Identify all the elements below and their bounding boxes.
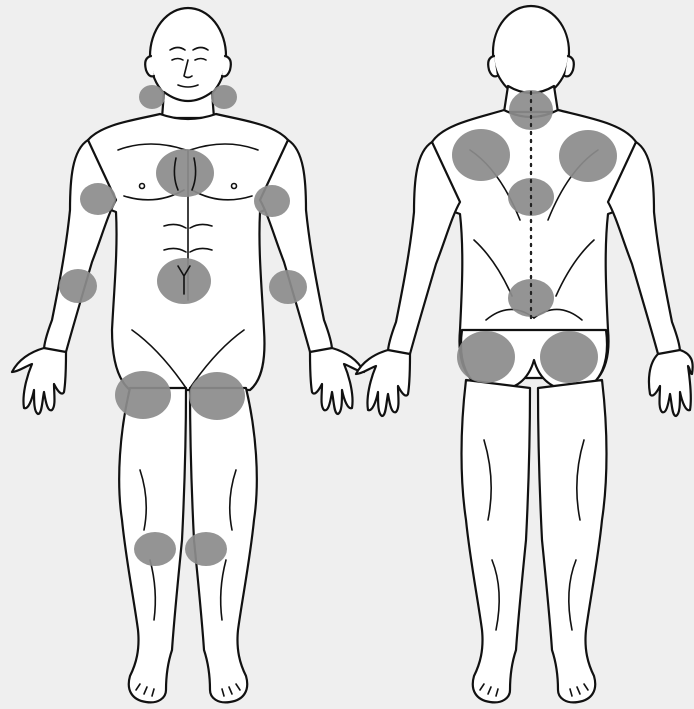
back-head	[493, 6, 569, 98]
tender-point-knee-right	[134, 532, 176, 566]
back-figure	[356, 6, 693, 702]
tender-point-sternum	[156, 149, 214, 197]
tender-point-hip-left	[189, 372, 245, 420]
tender-point-front-upper-arm-right	[80, 183, 116, 215]
tender-point-front-neck-right	[139, 85, 165, 109]
front-figure	[12, 8, 364, 702]
tender-point-gluteal-right	[540, 331, 598, 383]
tender-point-front-neck-left	[211, 85, 237, 109]
tender-point-trapezius-right	[559, 130, 617, 182]
front-left-hand	[310, 348, 364, 414]
back-right-hand	[649, 350, 693, 416]
front-right-hand	[12, 348, 66, 414]
tender-point-front-elbow-right	[59, 269, 97, 303]
tender-point-front-elbow-left	[269, 270, 307, 304]
tender-point-hip-right	[115, 371, 171, 419]
tender-point-knee-left	[185, 532, 227, 566]
back-right-leg	[538, 380, 607, 702]
back-left-hand	[356, 350, 410, 416]
tender-point-trapezius-left	[452, 129, 510, 181]
tender-point-front-upper-arm-left	[254, 185, 290, 217]
tender-point-gluteal-left	[457, 331, 515, 383]
back-left-leg	[462, 380, 531, 702]
